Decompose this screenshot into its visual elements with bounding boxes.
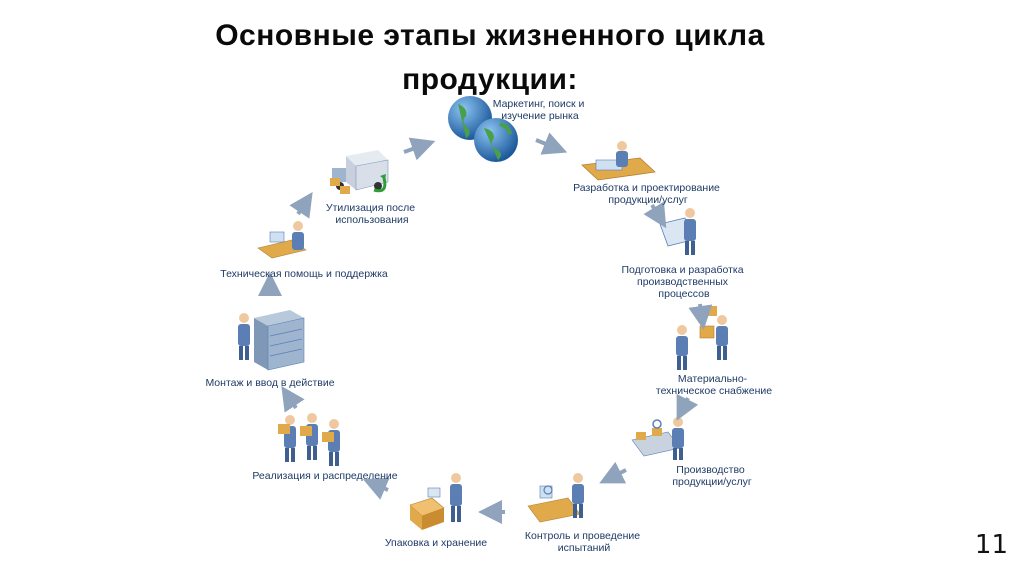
stage-label-line: производственных (637, 276, 729, 288)
stage-label-line: продукции/услуг (672, 476, 752, 488)
stage-label-production: Производство продукции/услуг (672, 464, 752, 488)
arrow-supply-to-production (676, 393, 699, 421)
stage-label-line: Монтаж и ввод в действие (205, 377, 334, 389)
packing-icon (409, 473, 462, 530)
stage-label-line: Техническая помощь и поддержка (220, 268, 388, 280)
stage-label-line: Подготовка и разработка (621, 264, 743, 276)
slide-number: 11 (974, 530, 1008, 560)
stage-label-line: испытаний (558, 542, 611, 554)
distribution-workers-icon (278, 413, 340, 466)
stage-label-line: Маркетинг, поиск и (493, 98, 585, 110)
stage-label-line: Разработка и проектирование (573, 182, 720, 194)
stage-label-install: Монтаж и ввод в действие (205, 377, 334, 389)
designer-desk-icon (581, 141, 656, 181)
engineer-blueprint-icon (659, 208, 696, 255)
cycle-arrows (258, 132, 713, 524)
inspection-icon (527, 473, 584, 523)
stage-label-packing: Упаковка и хранение (385, 537, 487, 549)
stage-label-support: Техническая помощь и поддержка (220, 268, 388, 280)
slide-title: Основные этапы жизненного цикла продукци… (100, 14, 880, 102)
stage-label-line: процессов (658, 288, 710, 300)
stage-label-line: изучение рынка (501, 110, 579, 122)
stage-label-line: техническое снабжение (656, 385, 772, 397)
stage-label-testing: Контроль и проведение испытаний (525, 530, 643, 554)
stage-label-line: Контроль и проведение (525, 530, 640, 542)
stage-label-line: Производство (676, 464, 745, 476)
support-desk-icon (257, 221, 307, 259)
server-rack-icon (238, 310, 305, 371)
stage-label-line: Утилизация после (326, 202, 415, 214)
disposal-truck-icon (330, 150, 389, 194)
stage-label-distribution: Реализация и распределение (252, 470, 397, 482)
arrow-packing-to-distribution (362, 477, 390, 500)
stage-label-process: Подготовка и разработка производственных… (621, 264, 746, 300)
stage-label-line: Упаковка и хранение (385, 537, 487, 549)
production-line-icon (631, 417, 684, 460)
arrow-production-to-testing (599, 461, 627, 484)
arrow-disposal-to-marketing (403, 137, 436, 161)
stage-label-line: Материально- (678, 373, 748, 385)
title-line-2: продукции: (402, 63, 578, 96)
stage-label-supply: Материально- техническое снабжение (656, 373, 772, 397)
stage-label-disposal: Утилизация после использования (326, 202, 418, 226)
stage-label-design: Разработка и проектирование продукции/ус… (573, 182, 723, 206)
arrow-marketing-to-design (535, 132, 568, 155)
arrow-design-to-process (643, 201, 667, 229)
arrow-support-to-disposal (289, 192, 313, 219)
stage-label-line: Реализация и распределение (252, 470, 397, 482)
title-line-1: Основные этапы жизненного цикла (215, 19, 765, 52)
stage-labels: Маркетинг, поиск и изучение рынка Разраб… (205, 98, 772, 554)
arrow-process-to-supply (688, 303, 713, 330)
arrow-distribution-to-install (281, 386, 305, 413)
globe-icon (448, 96, 518, 162)
stage-label-line: продукции/услуг (608, 194, 688, 206)
stage-label-line: использования (335, 214, 408, 226)
stage-label-marketing: Маркетинг, поиск и изучение рынка (493, 98, 588, 122)
